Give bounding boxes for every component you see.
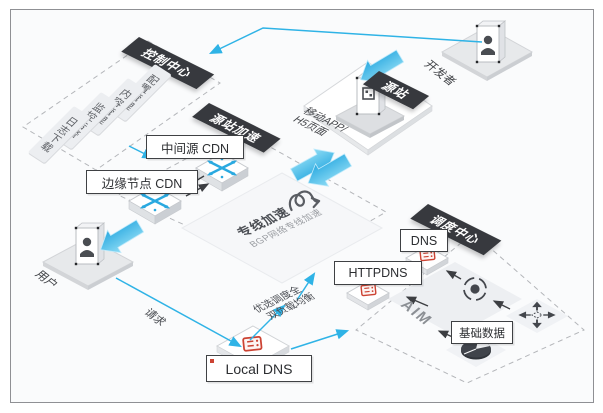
dns-label: DNS: [400, 229, 448, 252]
user-request-line: [115, 277, 242, 348]
edge-cdn-label: 边缘节点 CDN: [86, 170, 198, 194]
local-dns-reddot: [210, 359, 214, 363]
developer-platform: [440, 20, 534, 81]
base-data-label: 基础数据: [451, 321, 513, 344]
httpdns-server-icon: [346, 280, 390, 311]
acceleration-logo-icon: [288, 190, 321, 212]
user-person-icon: [74, 222, 105, 266]
origin-server-platform: [334, 97, 406, 138]
local-dns-label-text: Local DNS: [225, 360, 293, 377]
cyan-connectors: [115, 27, 483, 350]
developer-to-control-line: [208, 27, 483, 54]
four-direction-arrows-icon: [518, 301, 556, 329]
scheduler-to-dns-arrow: [445, 270, 462, 280]
localdns-to-dispatch-arrow: [290, 329, 350, 350]
aim-to-httpdns-arrow: [405, 296, 429, 307]
pie-chart-icon: [461, 340, 491, 360]
httpdns-label: HTTPDNS: [334, 261, 422, 285]
local-dns-label: Local DNS: [206, 355, 312, 382]
move-to-scheduler-arrow: [492, 300, 511, 310]
acceleration-panel: [180, 172, 384, 284]
move-icon-platform: [506, 299, 568, 333]
mid-cdn-label: 中间源 CDN: [146, 135, 244, 159]
note-arrow-2: [296, 272, 316, 301]
note-arrow-1: [249, 304, 286, 341]
